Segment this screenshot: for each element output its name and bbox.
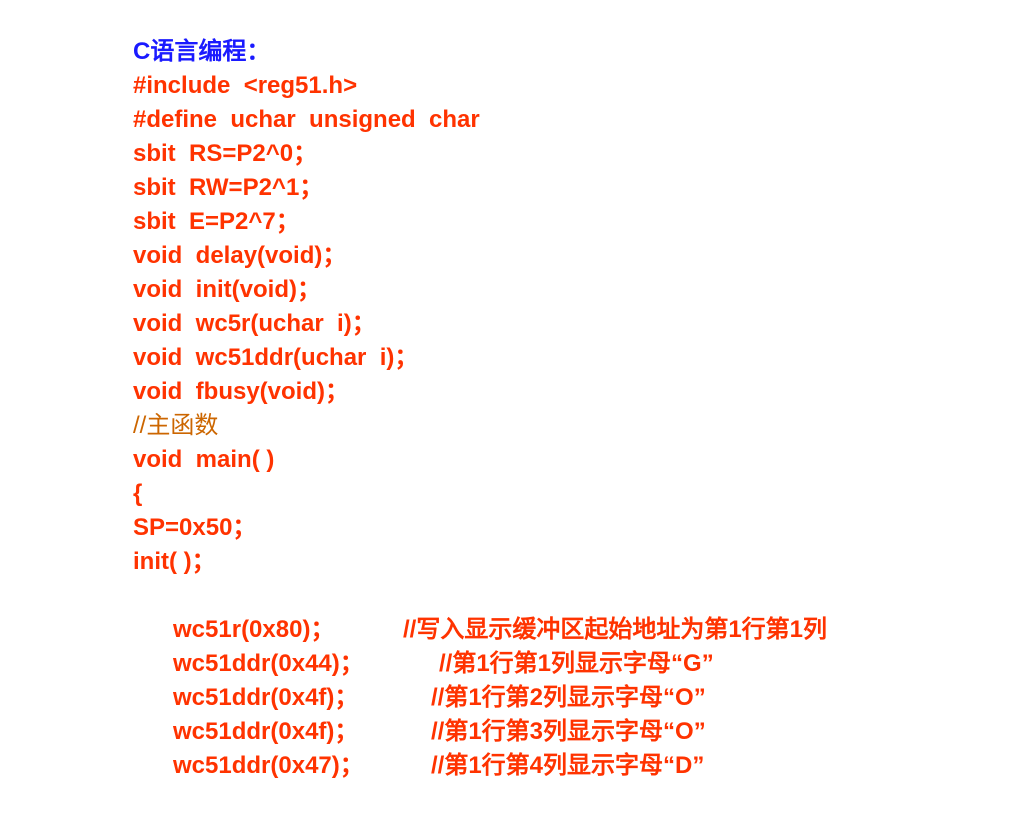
code-line: sbit RW=P2^1；	[133, 174, 324, 201]
code-line: init( )；	[133, 548, 216, 575]
inline-comment: //写入显示缓冲区起始地址为第1行第1列	[403, 616, 828, 643]
code-text: wc51r(0x80)；	[173, 616, 335, 643]
commented-code-line: wc51r(0x80)； //写入显示缓冲区起始地址为第1行第1列	[133, 579, 1013, 643]
code-line: void init(void)；	[133, 276, 321, 303]
commented-code-line: wc51ddr(0x44)； //第1行第1列显示字母“G”	[133, 613, 1013, 677]
code-text: wc51ddr(0x4f)；	[173, 718, 359, 745]
code-line: sbit RS=P2^0；	[133, 140, 318, 167]
code-line: SP=0x50；	[133, 514, 257, 541]
inline-comment: //第1行第3列显示字母“O”	[431, 718, 706, 745]
inline-comment: //第1行第1列显示字母“G”	[439, 650, 714, 677]
slide: C语言编程： #include <reg51.h> #define uchar …	[133, 35, 1013, 779]
inline-comment: //第1行第4列显示字母“D”	[431, 752, 705, 779]
commented-code-line: wc51ddr(0x47)； //第1行第4列显示字母“D”	[133, 715, 1013, 779]
code-text: wc51ddr(0x47)；	[173, 752, 364, 779]
code-listing: C语言编程： #include <reg51.h> #define uchar …	[133, 35, 1013, 779]
code-line: {	[133, 480, 143, 507]
commented-code-line: wc51ddr(0x4f)； //第1行第3列显示字母“O”	[133, 681, 1013, 745]
code-line: void wc51ddr(uchar i)；	[133, 344, 419, 371]
code-line: #include <reg51.h>	[133, 72, 358, 99]
code-line: void wc5r(uchar i)；	[133, 310, 376, 337]
slide-heading: C语言编程：	[133, 38, 271, 65]
code-line: void delay(void)；	[133, 242, 347, 269]
commented-code-line: wc51ddr(0x4f)； //第1行第2列显示字母“O”	[133, 647, 1013, 711]
code-text: wc51ddr(0x4f)；	[173, 684, 359, 711]
code-line: void main( )	[133, 446, 275, 473]
code-line: sbit E=P2^7；	[133, 208, 300, 235]
code-text: wc51ddr(0x44)；	[173, 650, 364, 677]
code-line: void fbusy(void)；	[133, 378, 349, 405]
code-line: #define uchar unsigned char	[133, 106, 480, 133]
inline-comment: //第1行第2列显示字母“O”	[431, 684, 706, 711]
main-function-comment: //主函数	[133, 412, 219, 439]
